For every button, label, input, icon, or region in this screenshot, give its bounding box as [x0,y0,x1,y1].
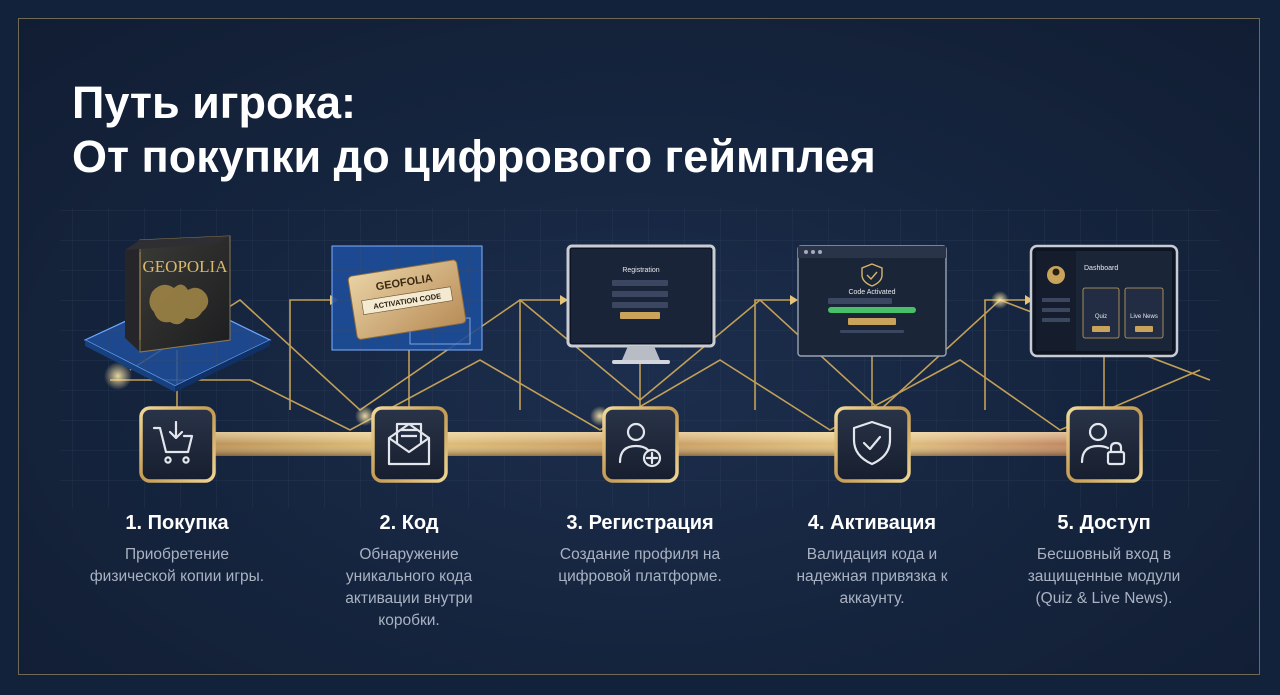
step-node-3 [602,406,679,483]
dashboard-tile-news: Live News [1130,314,1158,320]
shopping-cart-download-icon [152,420,194,464]
illustration-code-activated-window: Code Activated [797,245,947,357]
shield-check-icon [852,420,892,466]
step-1-title: 1. Покупка [125,512,229,534]
box-brand-text: GEOPOLIA [143,257,229,276]
user-add-icon [618,422,662,468]
dashboard-tile-quiz: Quiz [1095,314,1107,320]
step-node-1 [139,406,216,483]
user-lock-icon [1080,422,1126,466]
step-3-title: 3. Регистрация [566,512,714,534]
title-line-2: От покупки до цифрового геймплея [72,131,876,182]
illustration-registration-monitor: Registration [566,244,716,364]
step-5-title: 5. Доступ [1057,512,1151,534]
step-node-5 [1066,406,1143,483]
title-line-1: Путь игрока: [72,77,357,128]
illustration-dashboard-tablet: Dashboard Quiz Live News [1029,244,1179,358]
illustration-activation-card: GEOFOLIA ACTIVATION CODE [331,245,483,351]
dashboard-title-text: Dashboard [1084,265,1118,272]
page-title: Путь игрока: От покупки до цифрового гей… [72,76,876,184]
step-5-description: Бесшовный вход в защищенные модули (Quiz… [1027,546,1181,607]
illustration-game-box: GEOPOLIA [83,235,272,392]
step-3-description: Создание профиля на цифровой платформе. [558,546,722,585]
registration-title-text: Registration [622,267,659,274]
step-1-description: Приобретение физической копии игры. [89,546,265,585]
activation-title-text: Code Activated [848,289,895,296]
step-2-title: 2. Код [379,512,439,534]
step-node-4 [834,406,911,483]
envelope-letter-icon [387,422,431,466]
step-2-description: Обнаружение уникального кода активации в… [345,546,473,629]
step-4-title: 4. Активация [807,512,937,534]
step-node-2 [371,406,448,483]
vertical-connectors [176,350,1105,408]
step-4-description: Валидация кода и надежная привязка к акк… [796,546,948,607]
